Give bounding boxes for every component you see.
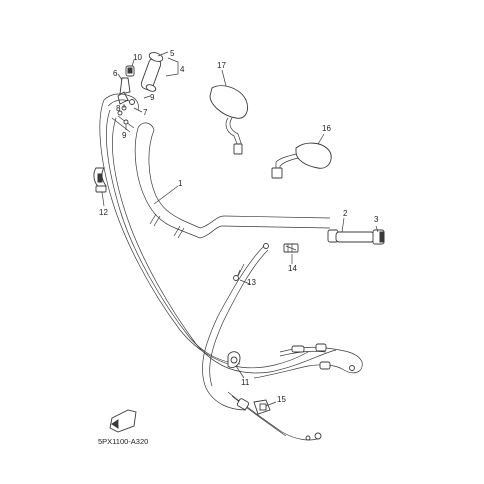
callout-15: 15 bbox=[277, 395, 286, 404]
callout-17: 17 bbox=[217, 61, 226, 70]
drawing-code: 5PX1100-A320 bbox=[98, 437, 148, 446]
cable-bottom bbox=[227, 391, 322, 441]
callout-7: 7 bbox=[143, 108, 148, 117]
callout-9-lower: 9 bbox=[122, 131, 127, 140]
cable-ends-top bbox=[103, 93, 139, 133]
callout-12: 12 bbox=[99, 208, 108, 217]
handlebar bbox=[134, 122, 331, 239]
callout-4: 4 bbox=[180, 65, 185, 74]
mirror-left-17 bbox=[209, 85, 248, 155]
grip-end bbox=[372, 229, 385, 245]
clamp-15 bbox=[253, 399, 271, 415]
callout-2: 2 bbox=[343, 209, 348, 218]
switch-14 bbox=[283, 243, 299, 253]
callout-10: 10 bbox=[133, 53, 142, 62]
callout-8: 8 bbox=[116, 104, 121, 113]
front-mark-label: FWD bbox=[118, 421, 130, 427]
mirror-right-16 bbox=[271, 142, 332, 179]
callout-1: 1 bbox=[178, 179, 183, 188]
clamp-11 bbox=[227, 351, 241, 369]
callout-3: 3 bbox=[374, 215, 379, 224]
leader-lines bbox=[101, 51, 379, 407]
callout-14: 14 bbox=[288, 264, 297, 273]
grip bbox=[327, 229, 375, 243]
cable-loop-right bbox=[253, 343, 363, 379]
callout-16: 16 bbox=[322, 124, 331, 133]
throttle-grip bbox=[140, 52, 164, 92]
clamp-part-10 bbox=[125, 65, 135, 77]
front-direction-icon: FWD bbox=[109, 409, 137, 433]
callout-6: 6 bbox=[113, 69, 118, 78]
callout-11: 11 bbox=[241, 378, 250, 387]
callout-13: 13 bbox=[247, 278, 256, 287]
cable-13 bbox=[99, 99, 337, 411]
holder-12 bbox=[93, 167, 107, 193]
callout-5: 5 bbox=[170, 49, 175, 58]
callout-9-upper: 9 bbox=[150, 93, 155, 102]
bracket-6 bbox=[117, 77, 131, 105]
